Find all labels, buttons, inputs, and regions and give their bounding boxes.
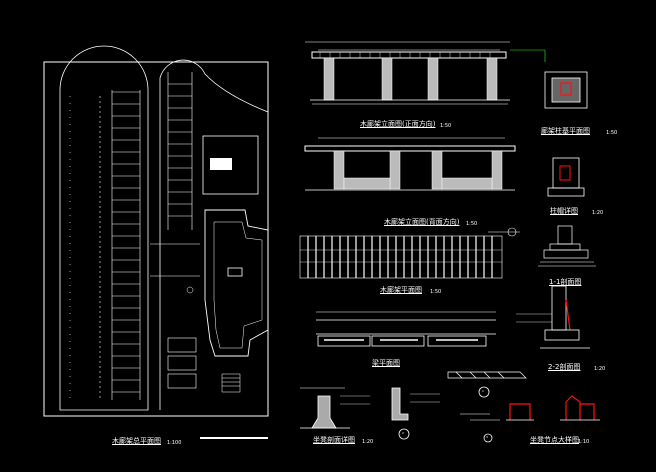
column-plan-scale: 1:50	[606, 130, 618, 136]
section-2-title: 2-2剖面图	[548, 363, 581, 371]
section-2-detail	[516, 285, 590, 349]
back-elevation-title: 木廊架立面图(背面方向)	[384, 218, 460, 226]
parking-strip-left	[59, 45, 149, 411]
column-plan-detail	[544, 71, 588, 109]
beam-plan	[316, 311, 496, 347]
roof-plan-title: 木廊架平面图	[380, 286, 422, 294]
bench-detail-scale: 1:10	[578, 439, 590, 445]
site-plan	[43, 45, 269, 439]
elevation2-columns	[333, 150, 503, 190]
marker-1-label: 1	[482, 389, 484, 393]
front-elevation	[305, 41, 546, 105]
back-elevation	[304, 137, 516, 191]
marker-3-label: 3	[486, 435, 488, 439]
marker-2-label: 2	[402, 431, 404, 435]
section-marker-1	[478, 386, 490, 398]
site-plan-scale: 1:100	[167, 440, 182, 446]
column-elev-scale: 1:20	[592, 210, 604, 216]
section-1-title: 1-1剖面图	[549, 278, 582, 286]
front-elevation-scale: 1:50	[440, 123, 452, 129]
section-marker-3	[483, 433, 493, 443]
elevation-columns	[323, 57, 498, 101]
small-section-detail	[391, 387, 440, 421]
foundation-detail	[538, 225, 596, 267]
wall-section	[300, 387, 370, 429]
parking-stalls-right	[167, 72, 197, 389]
bench-detail-title: 坐凳节点大样图	[530, 436, 579, 444]
wall-section-scale: 1:20	[362, 439, 374, 445]
roof-slats	[307, 236, 493, 278]
site-plan-title: 木廊架总平面图	[112, 437, 161, 445]
bench-detail	[460, 395, 600, 421]
roof-plan	[299, 227, 520, 279]
column-plan-title: 廊架柱基平面图	[541, 127, 590, 135]
pavilion-footprint	[204, 209, 269, 357]
column-elev-title: 柱帽详图	[550, 207, 578, 215]
parking-strip-right	[159, 59, 269, 410]
front-elevation-title: 木廊架立面图(正面方向)	[360, 120, 436, 128]
section-2-scale: 1:20	[594, 366, 606, 372]
beam-plan-title: 梁平面图	[372, 359, 400, 367]
building-block	[202, 135, 259, 195]
back-elevation-scale: 1:50	[466, 221, 478, 227]
stair-detail	[221, 373, 241, 393]
section-marker-2	[398, 428, 410, 440]
ramp-detail	[447, 371, 527, 379]
parking-stalls-left	[69, 90, 141, 400]
wall-section-title: 坐凳剖面详图	[313, 436, 355, 444]
roof-plan-scale: 1:50	[430, 289, 442, 295]
column-section-detail	[547, 157, 585, 197]
